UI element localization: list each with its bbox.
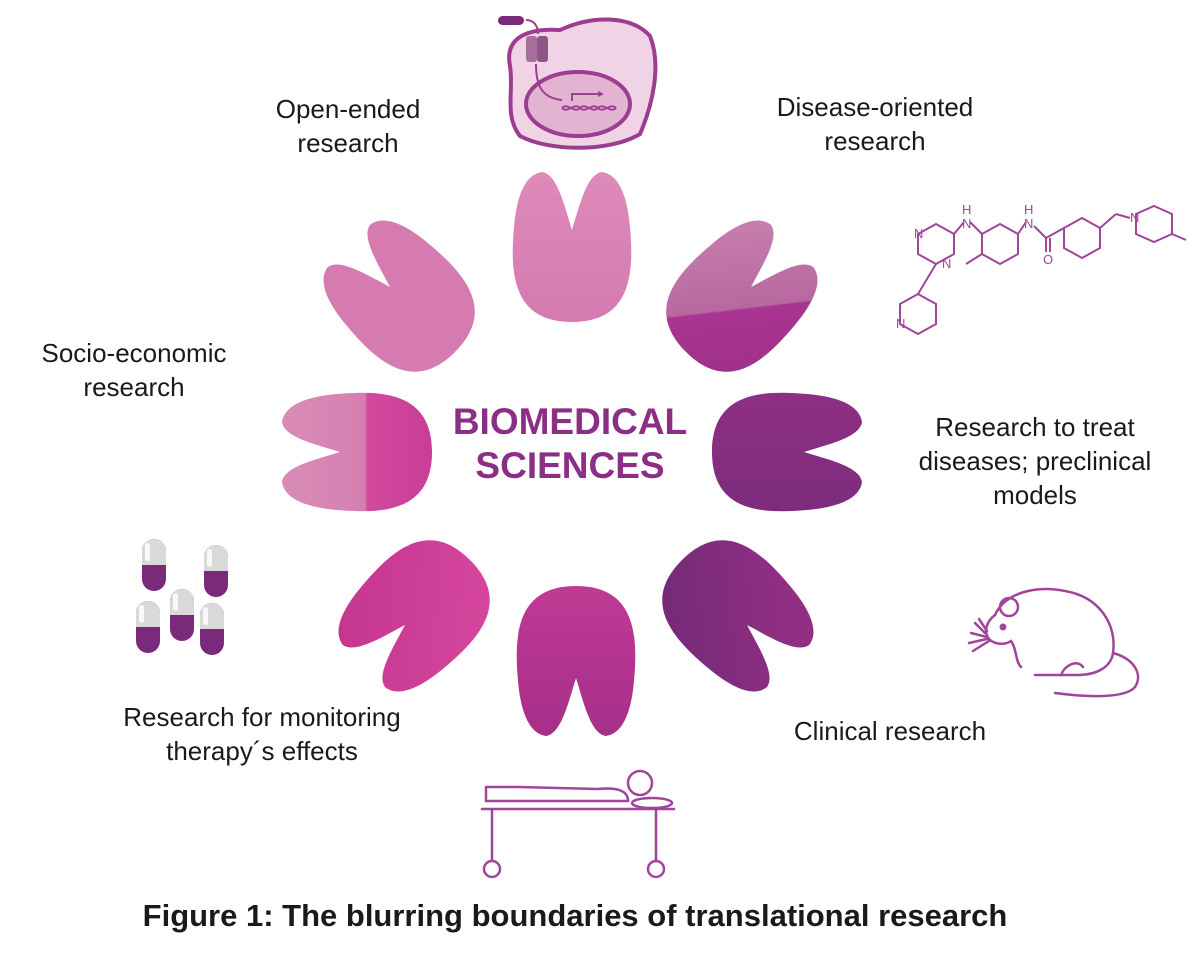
atom-n6: N	[1130, 210, 1139, 225]
petal-bottom-right	[640, 518, 830, 708]
atom-n1: N	[962, 216, 971, 231]
hospital-bed-icon	[480, 769, 676, 879]
atom-o: O	[1043, 252, 1053, 267]
atom-h1: H	[962, 202, 971, 217]
label-socio-economic: Socio-economic research	[41, 338, 227, 402]
cell-icon	[498, 16, 658, 150]
label-treat-diseases: Research to treat diseases; preclinical …	[918, 412, 1152, 510]
figure-caption: Figure 1: The blurring boundaries of tra…	[142, 898, 1008, 933]
center-title: BIOMEDICAL SCIENCES	[420, 400, 720, 488]
mouse-icon	[967, 587, 1140, 698]
petal-top	[512, 172, 632, 322]
atom-n3: N	[914, 226, 923, 241]
atom-n4: N	[942, 256, 951, 271]
label-disease-oriented: Disease-oriented research	[776, 92, 974, 156]
petal-top-left	[307, 204, 497, 394]
label-clinical: Clinical research	[793, 716, 987, 746]
molecule-icon: H N H N N N O N N	[896, 202, 1187, 336]
petal-right	[712, 392, 862, 512]
label-monitoring: Research for monitoring therapy´s effect…	[123, 702, 401, 766]
atom-n5: N	[896, 316, 905, 331]
petal-top-right	[644, 204, 834, 394]
petal-bottom	[516, 586, 636, 736]
center-title-line2: SCIENCES	[475, 445, 665, 486]
label-open-ended: Open-ended research	[275, 94, 421, 158]
petal-bottom-left	[322, 518, 512, 708]
atom-n2: N	[1024, 216, 1033, 231]
atom-h2: H	[1024, 202, 1033, 217]
petal-left	[282, 392, 432, 512]
pills-icon	[136, 539, 228, 655]
center-title-line1: BIOMEDICAL	[452, 401, 688, 442]
